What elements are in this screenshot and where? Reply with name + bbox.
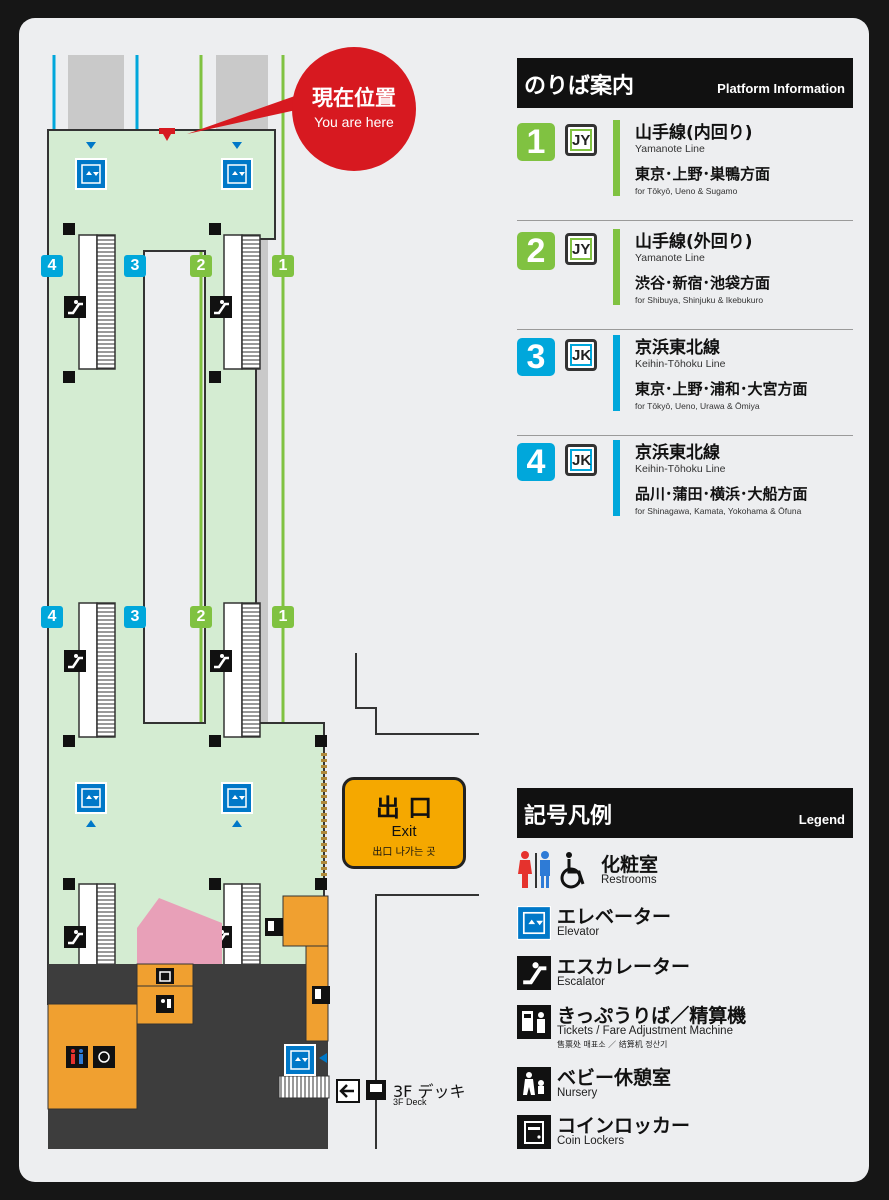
- platform-number: 3: [517, 338, 555, 376]
- destination-jp: 東京･上野･浦和･大宮方面: [635, 380, 808, 398]
- legend-item-elevator: エレベーター Elevator: [517, 902, 857, 948]
- destination-en: for Shinagawa, Kamata, Yokohama & Ōfuna: [635, 506, 802, 516]
- track-keihin-bed: [68, 55, 124, 135]
- station-floor-map: [47, 47, 479, 1149]
- legend-title-en: Legend: [798, 812, 845, 827]
- destination-jp: 品川･蒲田･横浜･大船方面: [635, 485, 808, 503]
- line-color-bar: [613, 120, 620, 196]
- legend-item-nursery: ベビー休憩室 Nursery: [517, 1063, 857, 1109]
- line-code-badge: JK: [565, 444, 597, 476]
- line-code-badge: JK: [565, 339, 597, 371]
- platform-number: 4: [517, 443, 555, 481]
- legend-label-en: Nursery: [557, 1087, 598, 1099]
- line-code: JK: [570, 344, 592, 366]
- elevator-icon: [517, 906, 551, 940]
- legend-label-en: Restrooms: [601, 874, 657, 886]
- platform-row: 2 JY 山手線(外回り) Yamanote Line 渋谷･新宿･池袋方面 f…: [517, 225, 853, 330]
- platform-number: 1: [517, 123, 555, 161]
- line-color-bar: [613, 229, 620, 305]
- line-code-badge: JY: [565, 233, 597, 265]
- line-code-badge: JY: [565, 124, 597, 156]
- line-name-jp: 京浜東北線: [635, 338, 720, 358]
- restroom-icon: [518, 851, 585, 889]
- destination-jp: 東京･上野･巣鴨方面: [635, 165, 771, 183]
- exit-ko: 出口 나가는 곳: [372, 847, 436, 858]
- pink-zone: [137, 898, 222, 964]
- legend-item-lockers: コインロッカー Coin Lockers: [517, 1111, 857, 1157]
- line-name-en: Yamanote Line: [635, 143, 705, 155]
- line-code: JK: [570, 449, 592, 471]
- line-color-bar: [613, 440, 620, 516]
- stair-block: [78, 234, 261, 985]
- legend-title-jp: 記号凡例: [524, 804, 613, 829]
- legend-label-jp: ベビー休憩室: [557, 1067, 672, 1089]
- legend-label-jp: エスカレーター: [557, 956, 691, 978]
- street-outline-upper: [355, 653, 479, 735]
- restroom-map-icons: [66, 1046, 115, 1068]
- line-name-en: Keihin-Tōhoku Line: [635, 463, 726, 475]
- platform-row: 1 JY 山手線(内回り) Yamanote Line 東京･上野･巣鴨方面 f…: [517, 116, 853, 221]
- legend-label-jp: エレベーター: [557, 906, 672, 928]
- legend-item-escalator: エスカレーター Escalator: [517, 952, 857, 998]
- ticket-machine-icon: [517, 1005, 551, 1039]
- line-color-bar: [613, 335, 620, 411]
- legend-header: 記号凡例 Legend: [517, 788, 853, 838]
- escalator-icon: [517, 956, 551, 990]
- you-are-here-pointer: [187, 91, 319, 134]
- destination-en: for Tōkyō, Ueno & Sugamo: [635, 186, 738, 196]
- line-name-jp: 山手線(内回り): [635, 123, 753, 143]
- legend-label-jp: コインロッカー: [557, 1115, 691, 1137]
- you-are-here-circle: [292, 47, 416, 171]
- you-are-here-jp: 現在位置: [312, 86, 396, 110]
- station-map-board: 4 3 2 1 4 3 2 1 現在位置 You are here 出 口 Ex…: [19, 18, 869, 1182]
- line-name-en: Yamanote Line: [635, 252, 705, 264]
- track-badge-4: 4: [41, 255, 63, 277]
- legend-label-multilingual: 售票处 매표소 ／ 结算机 정산기: [557, 1040, 668, 1049]
- street-outline-lower: [375, 894, 479, 1149]
- platform-info-title-jp: のりば案内: [524, 74, 635, 99]
- locker-icon: [517, 1115, 551, 1149]
- platform-row: 3 JK 京浜東北線 Keihin-Tōhoku Line 東京･上野･浦和･大…: [517, 331, 853, 436]
- track-badge-2: 2: [190, 606, 212, 628]
- exit-jp: 出 口: [375, 794, 433, 822]
- legend-label-jp: 化粧室: [601, 854, 659, 876]
- legend-item-restrooms: 化粧室 Restrooms: [517, 850, 857, 896]
- platform-info-header: のりば案内 Platform Information: [517, 58, 853, 108]
- track-badge-2: 2: [190, 255, 212, 277]
- deck-label-jp: 3F デッキ: [393, 1082, 466, 1101]
- destination-en: for Tōkyō, Ueno, Urawa & Ōmiya: [635, 401, 760, 411]
- legend-label-jp: きっぷうりば／精算機: [557, 1005, 747, 1027]
- legend-item-tickets: きっぷうりば／精算機 Tickets / Fare Adjustment Mac…: [517, 1001, 857, 1053]
- track-badge-4: 4: [41, 606, 63, 628]
- exit-sign: 出 口 Exit 出口 나가는 곳: [342, 777, 466, 869]
- platform-info-title-en: Platform Information: [717, 81, 845, 96]
- destination-jp: 渋谷･新宿･池袋方面: [635, 274, 771, 292]
- exit-en: Exit: [391, 823, 417, 840]
- line-name-jp: 京浜東北線: [635, 443, 720, 463]
- line-name-jp: 山手線(外回り): [635, 232, 753, 252]
- you-are-here-marker-icon: [159, 128, 175, 134]
- track-badge-1: 1: [272, 606, 294, 628]
- legend-label-en: Coin Lockers: [557, 1135, 625, 1147]
- legend-label-en: Elevator: [557, 926, 600, 938]
- track-badge-1: 1: [272, 255, 294, 277]
- you-are-here-en: You are here: [314, 114, 394, 130]
- line-code: JY: [570, 129, 592, 151]
- restroom-block: [47, 1003, 138, 1110]
- deck-label-en: 3F Deck: [393, 1097, 427, 1107]
- platform-row: 4 JK 京浜東北線 Keihin-Tōhoku Line 品川･蒲田･横浜･大…: [517, 436, 853, 541]
- line-code: JY: [570, 238, 592, 260]
- destination-en: for Shibuya, Shinjuku & Ikebukuro: [635, 295, 764, 305]
- nursery-icon: [517, 1067, 551, 1101]
- legend-label-en: Escalator: [557, 976, 605, 988]
- platform-number: 2: [517, 232, 555, 270]
- track-badge-3: 3: [124, 606, 146, 628]
- line-name-en: Keihin-Tōhoku Line: [635, 358, 726, 370]
- legend-label-en: Tickets / Fare Adjustment Machine: [557, 1025, 733, 1037]
- track-badge-3: 3: [124, 255, 146, 277]
